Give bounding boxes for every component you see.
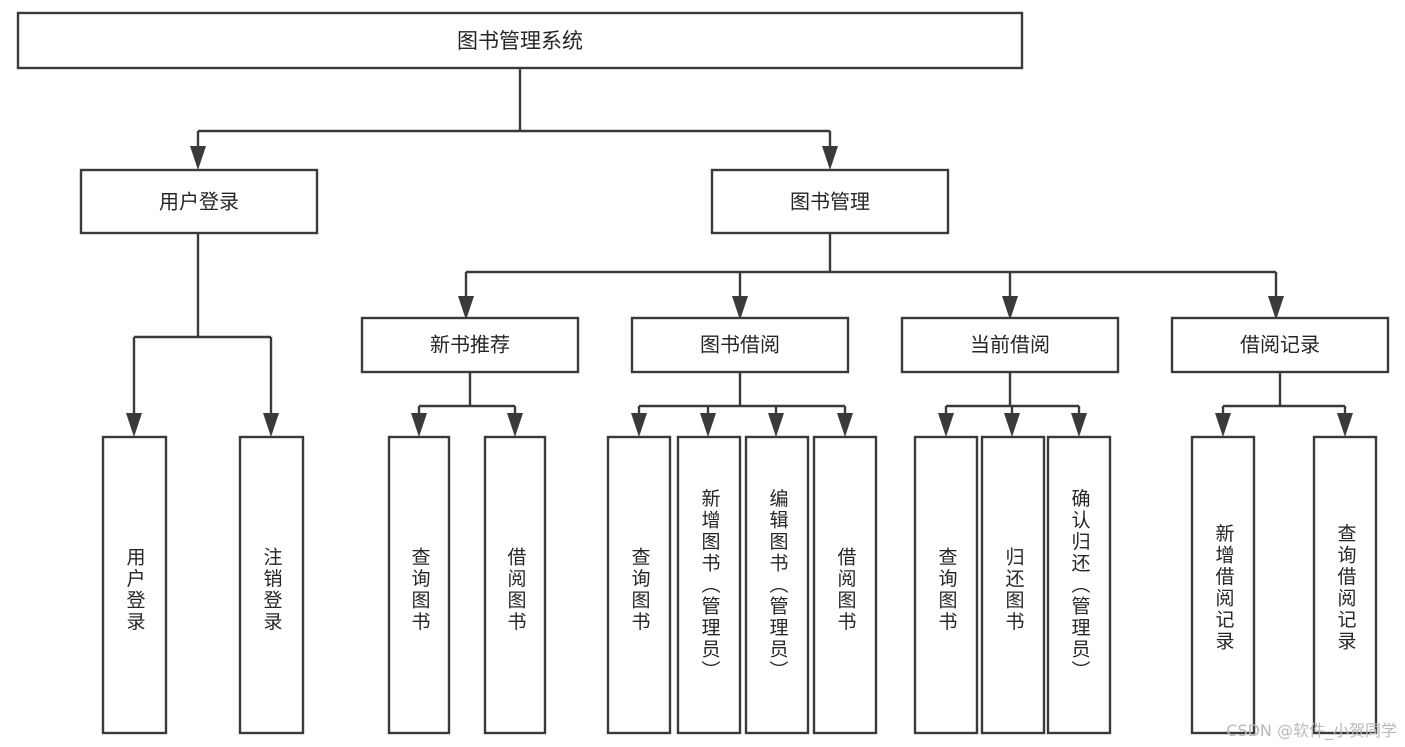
leaf-bb-edit-book-label: 编辑图书（管理员） (767, 488, 789, 682)
node-new-book-recommend-box[interactable] (360, 316, 580, 374)
node-user-login[interactable]: 用户登录 (79, 168, 319, 235)
leaf-cb-confirm-return-box[interactable] (1046, 435, 1112, 735)
node-root-label: 图书管理系统 (457, 29, 583, 53)
leaf-cb-confirm-return[interactable]: 确认归还（管理员） (1046, 435, 1112, 735)
connector-layer (126, 68, 1353, 437)
leaf-cb-return-book-box[interactable] (980, 435, 1046, 735)
leaf-bb-add-book-box[interactable] (676, 435, 742, 735)
leaf-cb-return-book[interactable]: 归还图书 (980, 435, 1046, 735)
node-current-borrow[interactable]: 当前借阅 (900, 316, 1120, 374)
leaf-user-login-box[interactable] (101, 435, 168, 735)
leaf-br-add-record-box[interactable] (1190, 435, 1256, 735)
arrowhead-book-borrow (732, 296, 748, 320)
leaf-nb-borrow-book-box[interactable] (483, 435, 547, 735)
arrowhead-leaf-logout (263, 413, 279, 437)
arrowhead-book-mgmt (822, 146, 838, 170)
leaf-br-query-record-box[interactable] (1312, 435, 1378, 735)
csdn-watermark: CSDN @软件_小贺同学 (1226, 721, 1397, 740)
node-new-book-recommend[interactable]: 新书推荐 (360, 316, 580, 374)
leaf-bb-add-book-label: 新增图书（管理员） (699, 488, 721, 682)
node-root-system[interactable]: 图书管理系统 (16, 11, 1024, 70)
leaf-bb-borrow-book-label: 借阅图书 (835, 547, 857, 633)
leaf-nb-query-book-box[interactable] (387, 435, 451, 735)
arrowhead-cb-leaf3 (1071, 413, 1087, 437)
node-new-book-recommend-label: 新书推荐 (430, 333, 510, 357)
leaf-br-add-record-label: 新增借阅记录 (1213, 523, 1235, 652)
leaf-nb-borrow-book[interactable]: 借阅图书 (483, 435, 547, 735)
leaf-nb-query-book[interactable]: 查询图书 (387, 435, 451, 735)
leaf-bb-query-book[interactable]: 查询图书 (606, 435, 672, 735)
leaf-bb-edit-book[interactable]: 编辑图书（管理员） (744, 435, 810, 735)
node-book-management-box[interactable] (710, 168, 950, 235)
arrowhead-new-book-recommend (458, 296, 474, 320)
leaf-br-query-record-label: 查询借阅记录 (1335, 523, 1357, 652)
arrowhead-nb-leaf1 (411, 413, 427, 437)
leaf-cb-query-book-box[interactable] (913, 435, 979, 735)
leaf-logout-label: 注销登录 (261, 547, 283, 633)
arrowhead-cb-leaf1 (938, 413, 954, 437)
node-borrow-record-label: 借阅记录 (1240, 333, 1320, 357)
node-book-borrow-label: 图书借阅 (700, 333, 780, 357)
node-user-login-box[interactable] (79, 168, 319, 235)
leaf-cb-return-book-label: 归还图书 (1003, 547, 1025, 633)
node-book-management-label: 图书管理 (790, 190, 870, 214)
node-current-borrow-box[interactable] (900, 316, 1120, 374)
arrowhead-leaf-user-login (126, 413, 142, 437)
node-book-management[interactable]: 图书管理 (710, 168, 950, 235)
arrowhead-current-borrow (1002, 296, 1018, 320)
leaf-nb-borrow-book-label: 借阅图书 (505, 547, 527, 633)
leaf-nb-query-book-label: 查询图书 (409, 547, 431, 633)
node-user-login-label: 用户登录 (159, 190, 239, 214)
arrowhead-user-login (190, 146, 206, 170)
arrowhead-br-leaf1 (1215, 413, 1231, 437)
leaf-cb-confirm-return-label: 确认归还（管理员） (1069, 488, 1091, 682)
node-book-borrow[interactable]: 图书借阅 (630, 316, 850, 374)
arrowhead-br-leaf2 (1337, 413, 1353, 437)
arrowhead-cb-leaf2 (1004, 413, 1020, 437)
leaf-br-query-record[interactable]: 查询借阅记录 (1312, 435, 1378, 735)
leaf-user-login-label: 用户登录 (124, 547, 146, 633)
leaf-bb-borrow-book[interactable]: 借阅图书 (812, 435, 878, 735)
leaf-cb-query-book[interactable]: 查询图书 (913, 435, 979, 735)
arrowhead-nb-leaf2 (507, 413, 523, 437)
arrowhead-bb-leaf3 (768, 413, 784, 437)
leaf-bb-add-book[interactable]: 新增图书（管理员） (676, 435, 742, 735)
leaf-bb-query-book-box[interactable] (606, 435, 672, 735)
leaf-bb-edit-book-box[interactable] (744, 435, 810, 735)
arrowhead-bb-leaf1 (631, 413, 647, 437)
node-root-box[interactable] (16, 11, 1024, 70)
leaf-bb-query-book-label: 查询图书 (629, 547, 651, 633)
leaf-logout-box[interactable] (238, 435, 305, 735)
leaf-logout[interactable]: 注销登录 (238, 435, 305, 735)
leaf-bb-borrow-book-box[interactable] (812, 435, 878, 735)
node-borrow-record[interactable]: 借阅记录 (1170, 316, 1390, 374)
arrowhead-borrow-record (1268, 296, 1284, 320)
leaf-user-login[interactable]: 用户登录 (101, 435, 168, 735)
arrowhead-bb-leaf2 (700, 413, 716, 437)
arrowhead-bb-leaf4 (837, 413, 853, 437)
leaf-br-add-record[interactable]: 新增借阅记录 (1190, 435, 1256, 735)
node-book-borrow-box[interactable] (630, 316, 850, 374)
leaf-cb-query-book-label: 查询图书 (936, 547, 958, 633)
node-current-borrow-label: 当前借阅 (970, 333, 1050, 357)
node-borrow-record-box[interactable] (1170, 316, 1390, 374)
